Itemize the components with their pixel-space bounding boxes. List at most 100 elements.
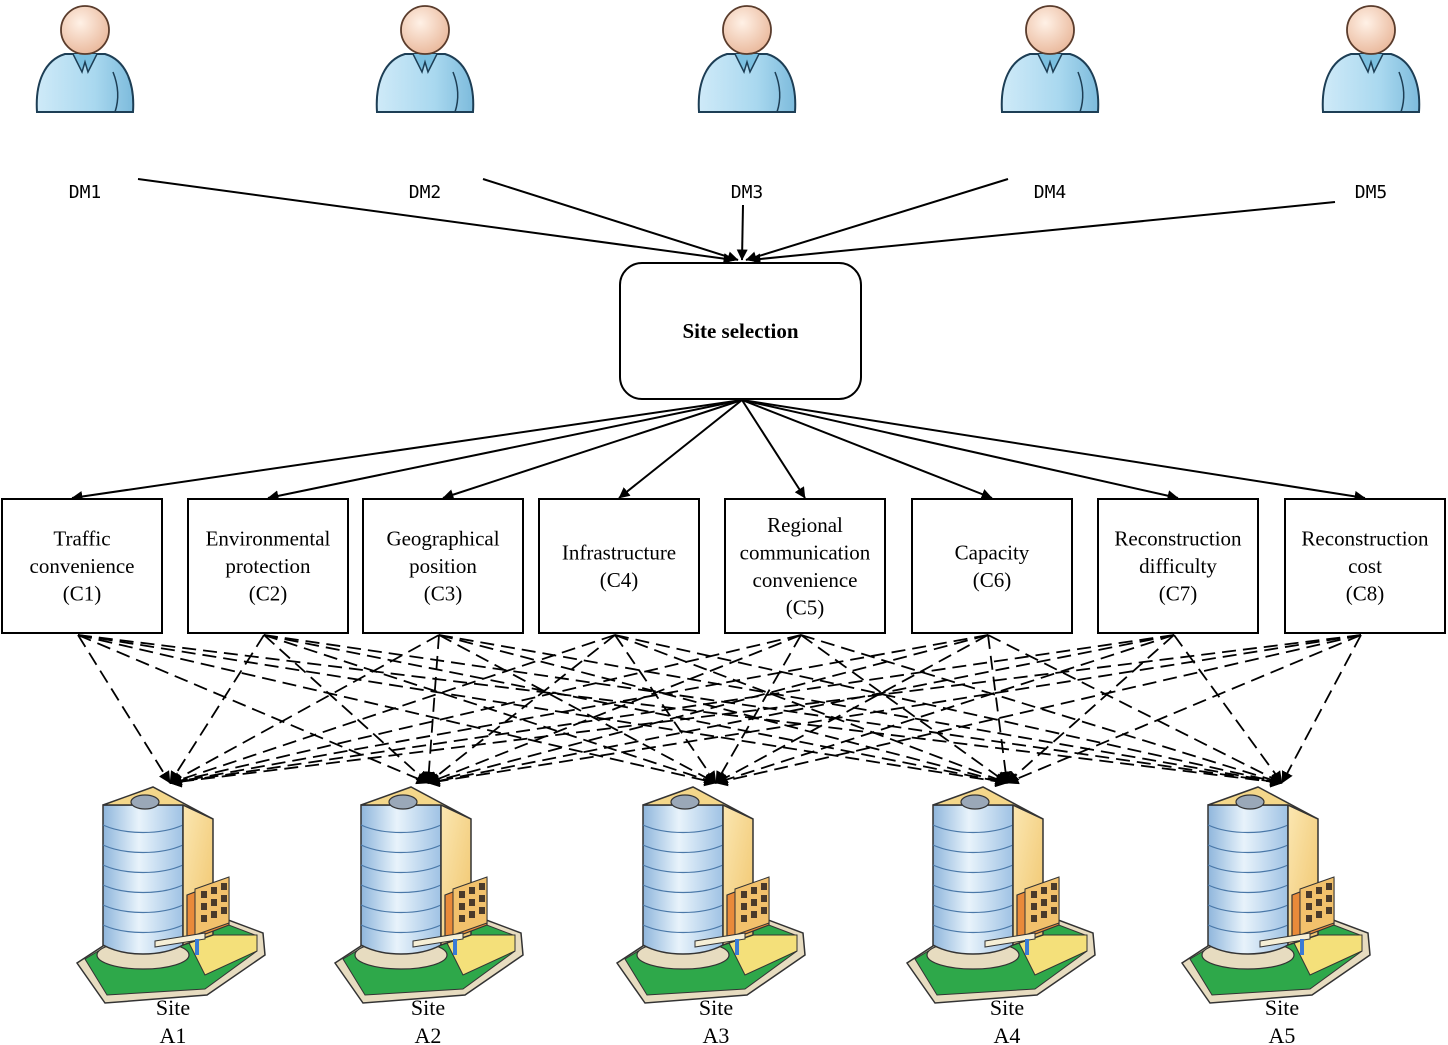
arrow-c3-to-a3 <box>438 634 717 784</box>
criterion-label-line: convenience <box>30 554 135 578</box>
criterion-frame <box>1 498 163 634</box>
criterion-frame <box>187 498 349 634</box>
criterion-label-line: Geographical <box>386 527 499 551</box>
criterion-frame <box>724 498 886 634</box>
arrow-c7-to-a2 <box>427 634 1175 787</box>
arrow-c1-to-a4 <box>77 634 1008 788</box>
criterion-label-line: (C4) <box>600 568 639 592</box>
decision-maker-label: DM4 <box>1034 182 1067 203</box>
person-icon <box>1321 5 1421 113</box>
hub-label: Site selection <box>682 319 798 343</box>
criterion-label-line: (C3) <box>424 582 463 606</box>
site-label-line: Site <box>411 995 445 1020</box>
criterion-label-line: convenience <box>753 568 858 592</box>
arrow-c8-to-a1 <box>169 634 1362 788</box>
arrow-c3-to-a2 <box>422 634 440 784</box>
site-label-line: A2 <box>415 1023 442 1045</box>
person-icon <box>375 5 475 113</box>
building-icon <box>906 786 1096 1004</box>
arrow-c7-to-a4 <box>1006 634 1175 784</box>
arrow-c4-to-a3 <box>614 634 717 784</box>
arrow-c4-to-a5 <box>614 634 1283 787</box>
arrow-dm3-to-hub <box>736 204 748 261</box>
decision-maker-4: DM4 <box>1000 5 1100 203</box>
arrow-c5-to-a2 <box>427 634 802 785</box>
arrow-hub-to-c6 <box>741 399 993 500</box>
arrow-c5-to-a4 <box>800 634 1008 784</box>
arrow-hub-to-c2 <box>267 399 743 502</box>
arrow-c7-to-a1 <box>169 634 1175 788</box>
criterion-label-line: difficulty <box>1139 554 1217 578</box>
criterion-c4: Infrastructure(C4) <box>538 498 700 634</box>
arrow-c5-to-a3 <box>715 634 802 784</box>
arrow-c4-to-a4 <box>614 634 1008 785</box>
arrow-hub-to-c7 <box>741 399 1179 502</box>
criterion-frame <box>362 498 524 634</box>
arrow-c2-to-a4 <box>263 634 1008 787</box>
arrow-c2-to-a3 <box>263 634 717 786</box>
arrow-c8-to-a2 <box>427 634 1362 788</box>
site-label-line: A5 <box>1269 1023 1296 1045</box>
decision-maker-5: DM5 <box>1321 5 1421 203</box>
criterion-label-line: (C5) <box>786 595 825 619</box>
criterion-label-line: Capacity <box>955 540 1030 564</box>
person-icon <box>697 5 797 113</box>
arrow-c3-to-a5 <box>438 634 1283 787</box>
site-label-line: Site <box>1265 995 1299 1020</box>
arrow-hub-to-c5 <box>741 399 806 499</box>
arrow-c4-to-a1 <box>169 634 616 786</box>
building-icon <box>334 786 524 1004</box>
criterion-label-line: position <box>409 554 477 578</box>
arrow-dm1-to-hub <box>137 178 735 265</box>
arrow-c2-to-a5 <box>263 634 1283 788</box>
arrow-hub-to-c4 <box>618 399 743 499</box>
arrow-c2-to-a2 <box>263 634 429 784</box>
criterion-frame <box>1284 498 1446 634</box>
decision-maker-2: DM2 <box>375 5 475 203</box>
site-selection-box: Site selection <box>619 262 862 400</box>
site-label-line: A3 <box>703 1023 730 1045</box>
arrow-c6-to-a1 <box>169 634 989 787</box>
criterion-c3: Geographical position (C3) <box>362 498 524 634</box>
decision-maker-1: DM1 <box>35 5 135 203</box>
person-icon <box>35 5 135 113</box>
arrow-c6-to-a5 <box>987 634 1283 784</box>
arrow-c6-to-a4 <box>987 634 1012 784</box>
arrow-c8-to-a4 <box>1006 634 1362 785</box>
arrow-dm4-to-hub <box>745 178 1009 263</box>
arrow-c1-to-a1 <box>77 634 171 784</box>
criterion-label-line: (C2) <box>249 582 288 606</box>
criterion-label-line: Regional <box>767 513 843 537</box>
building-icon <box>1181 786 1371 1004</box>
decision-maker-3: DM3 <box>697 5 797 203</box>
criterion-c2: Environmental protection (C2) <box>187 498 349 634</box>
arrow-dm5-to-hub <box>749 201 1336 265</box>
criterion-c6: Capacity(C6) <box>911 498 1073 634</box>
criterion-label-line: protection <box>225 554 311 578</box>
criterion-label-line: Traffic <box>53 527 110 551</box>
arrow-c3-to-a4 <box>438 634 1008 786</box>
criterion-label-line: (C7) <box>1159 582 1198 606</box>
criterion-label-line: Environmental <box>206 527 331 551</box>
arrow-c6-to-a3 <box>715 634 989 784</box>
arrow-hub-to-c8 <box>741 399 1366 502</box>
arrow-hub-to-c1 <box>71 399 743 502</box>
criterion-label-line: Reconstruction <box>1301 527 1429 551</box>
criterion-label-line: cost <box>1348 554 1382 578</box>
criterion-frame <box>911 498 1073 634</box>
arrow-c7-to-a3 <box>715 634 1175 786</box>
arrow-c1-to-a3 <box>77 634 717 787</box>
site-label-line: Site <box>990 995 1024 1020</box>
site-label-line: Site <box>156 995 190 1020</box>
arrow-c8-to-a3 <box>715 634 1362 787</box>
arrow-dm2-to-hub <box>482 178 739 263</box>
arrow-c6-to-a2 <box>427 634 989 786</box>
